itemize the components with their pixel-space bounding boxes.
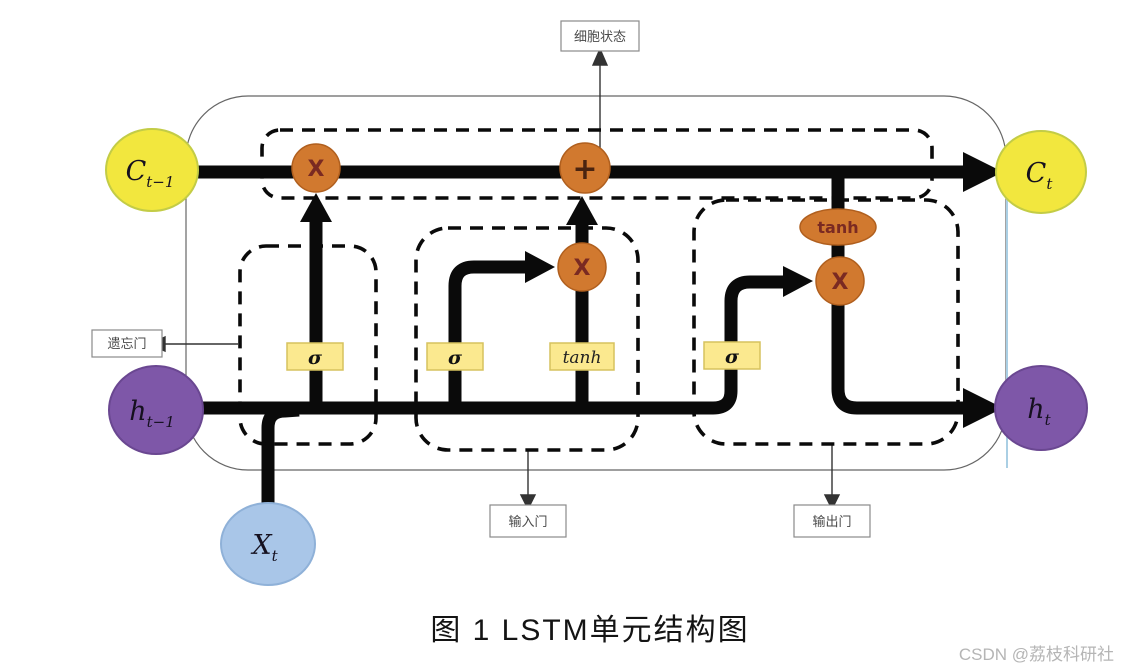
output-gate-label-box xyxy=(793,504,871,538)
output-sigma-glyph: σ xyxy=(725,346,740,368)
output-branch-line xyxy=(831,178,968,415)
input-gate-arrowhead-icon xyxy=(519,494,537,511)
ct-arrowhead-icon xyxy=(963,152,1003,192)
forget-multiply-circle xyxy=(291,143,341,193)
add-op-glyph: + xyxy=(572,152,597,187)
x-t-label: Xt xyxy=(250,530,278,565)
cell-state-dashed-box xyxy=(260,128,934,200)
forget-gate-label-box xyxy=(91,329,163,358)
input-sigma-glyph: σ xyxy=(448,347,463,369)
h-next-label: ht xyxy=(1027,394,1051,429)
x-t-node xyxy=(220,502,316,586)
ht-arrowhead-icon xyxy=(963,388,1003,428)
input-multiply-circle xyxy=(557,242,607,292)
output-sigma-box xyxy=(703,341,761,370)
figure-caption: 图 1 LSTM单元结构图 xyxy=(430,614,750,647)
c-next-node xyxy=(995,130,1087,214)
add-op-circle xyxy=(559,142,611,194)
c-prev-label: Ct−1 xyxy=(126,156,175,191)
c-prev-node xyxy=(105,128,199,212)
input-gate-label-box xyxy=(489,504,567,538)
tanh-activation-glyph: tanh xyxy=(817,218,858,237)
c-next-label: Ct xyxy=(1026,158,1054,193)
input-sigma-branch-line xyxy=(448,260,528,404)
forget-sigma-glyph: σ xyxy=(308,347,323,369)
input-gate-label: 输入门 xyxy=(508,514,547,529)
output-multiply-circle xyxy=(815,256,865,306)
forget-sigma-box xyxy=(286,342,344,371)
watermark: CSDN @荔枝科研社 xyxy=(958,645,1114,664)
forget-up-arrowhead-icon xyxy=(300,193,332,222)
input-sigma-box xyxy=(426,342,484,371)
input-tanh-box xyxy=(549,342,615,371)
forget-gate-label: 遗忘门 xyxy=(107,336,146,351)
input-gate-dashed-box xyxy=(414,226,640,452)
forget-gate-dashed-box xyxy=(238,244,378,446)
h-prev-node xyxy=(108,365,204,455)
h-prev-label: ht−1 xyxy=(129,396,175,431)
output-multiply-glyph: X xyxy=(832,270,849,295)
add-up-arrowhead-icon xyxy=(566,196,598,225)
output-multiply-arrowhead-icon xyxy=(783,266,813,297)
cell-state-label: 细胞状态 xyxy=(574,29,626,44)
h-next-node xyxy=(994,365,1088,451)
tanh-activation-ellipse xyxy=(799,208,877,246)
forget-multiply-glyph: X xyxy=(308,157,325,182)
input-multiply-arrowhead-icon xyxy=(525,251,555,283)
input-multiply-glyph: X xyxy=(574,256,591,281)
cell-state-arrowhead-icon xyxy=(591,47,609,66)
lstm-diagram: X + X tanh X σ σ tanh σ Ct−1 Ct ht−1 ht … xyxy=(91,20,1088,586)
xt-input-line xyxy=(261,403,300,506)
cell-state-label-box xyxy=(560,20,640,52)
output-gate-label: 输出门 xyxy=(812,514,851,529)
output-gate-arrowhead-icon xyxy=(823,494,841,511)
input-tanh-glyph: tanh xyxy=(563,348,602,368)
output-gate-dashed-box xyxy=(692,198,960,446)
